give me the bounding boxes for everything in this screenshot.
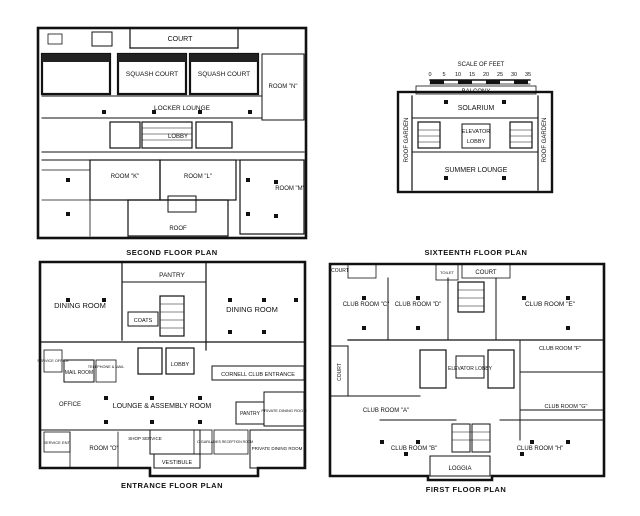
scale-bar bbox=[429, 79, 531, 85]
first-floor-plan bbox=[328, 262, 606, 482]
room-label: CLUB ROOM "B" bbox=[391, 446, 437, 452]
plan-caption: SIXTEENTH FLOOR PLAN bbox=[425, 248, 528, 257]
room-label: SERVICE OFFICE bbox=[37, 359, 69, 363]
room-label: MAIL ROOM bbox=[65, 370, 93, 376]
scale-tick: 20 bbox=[483, 72, 489, 78]
room-label: CLUB ROOM "H" bbox=[517, 446, 564, 452]
room-label: ROOM "O" bbox=[89, 446, 118, 452]
scale-tick: 5 bbox=[442, 72, 445, 78]
room-label: SUMMER LOUNGE bbox=[445, 167, 508, 174]
scale-tick: 10 bbox=[455, 72, 461, 78]
room-label: ELEVATOR bbox=[462, 129, 490, 135]
room-label: CLUB ROOM "E" bbox=[525, 301, 576, 308]
room-label: SHOP SERVICE bbox=[128, 436, 162, 441]
room-label: LOBBY bbox=[467, 139, 486, 145]
room-label: ROOM "K" bbox=[111, 174, 140, 180]
entrance-floor-outline bbox=[38, 260, 307, 478]
room-label: LOCKER LOUNGE bbox=[154, 105, 211, 112]
room-label: SQUASH COURT bbox=[126, 71, 178, 78]
room-label: PANTRY bbox=[159, 272, 185, 279]
plan-caption: SECOND FLOOR PLAN bbox=[126, 248, 217, 257]
room-label: SQUASH COURT bbox=[50, 71, 102, 78]
room-label: ROOF GARDEN bbox=[404, 118, 410, 163]
room-label: SERVICE ENT. bbox=[43, 440, 70, 445]
room-label: LOUNGE & ASSEMBLY ROOM bbox=[113, 403, 212, 410]
room-label: CLUB ROOM "D" bbox=[395, 302, 442, 308]
room-label: CLUB ROOM "A" bbox=[363, 408, 409, 414]
room-label: TOILET bbox=[440, 270, 454, 275]
room-label: COURT bbox=[331, 268, 349, 274]
scale-tick: 30 bbox=[511, 72, 517, 78]
scale-tick: 15 bbox=[469, 72, 475, 78]
second-floor-plan bbox=[36, 26, 308, 240]
room-label: DINING ROOM bbox=[226, 305, 278, 314]
room-label: COATS bbox=[134, 318, 153, 324]
room-label: SOLARIUM bbox=[458, 105, 495, 112]
sixteenth-floor-outline bbox=[396, 90, 554, 194]
room-label: LOGGIA bbox=[448, 466, 471, 472]
room-label: ROOF bbox=[169, 226, 187, 232]
room-label: COURT bbox=[337, 363, 343, 381]
scale-tick: 25 bbox=[497, 72, 503, 78]
scale-tick: 35 bbox=[525, 72, 531, 78]
room-label: CLUB ROOM "C" bbox=[343, 302, 390, 308]
sixteenth-floor-plan bbox=[396, 79, 554, 194]
room-label: SQUASH COURT bbox=[198, 71, 250, 78]
room-label: ROOM "N" bbox=[269, 84, 298, 90]
scale-title: SCALE OF FEET bbox=[458, 62, 505, 68]
room-label: CORNELL CLUB ENTRANCE bbox=[221, 372, 295, 378]
room-label: LOBBY bbox=[171, 362, 190, 368]
room-label: CLUB ROOM "G" bbox=[544, 404, 587, 410]
room-label: ROOM "L" bbox=[184, 174, 212, 180]
room-label: COURT bbox=[475, 270, 497, 276]
room-label: TELEPHONE & MAIL bbox=[88, 365, 125, 369]
room-label: LADIES RECEPTION ROOM bbox=[209, 440, 253, 444]
room-label: PRIVATE DINING ROOM bbox=[252, 446, 303, 451]
first-floor-outline bbox=[328, 262, 606, 482]
room-label: ROOM "M" bbox=[275, 186, 305, 192]
room-label: BALCONY bbox=[462, 89, 491, 95]
entrance-floor-plan bbox=[38, 260, 307, 478]
scale-tick: 0 bbox=[428, 72, 431, 78]
room-label: DINING ROOM bbox=[54, 301, 106, 310]
room-label: PRIVATE DINING ROOM bbox=[261, 408, 306, 413]
room-label: PANTRY bbox=[240, 411, 260, 417]
room-label: LOBBY bbox=[168, 134, 188, 140]
plan-caption: FIRST FLOOR PLAN bbox=[426, 485, 507, 494]
plan-caption: ENTRANCE FLOOR PLAN bbox=[121, 481, 223, 490]
room-label: ROOF GARDEN bbox=[542, 118, 548, 163]
room-label: ELEVATOR LOBBY bbox=[448, 366, 493, 372]
room-label: VESTIBULE bbox=[162, 460, 193, 466]
second-floor-outline bbox=[36, 26, 308, 240]
room-label: OFFICE bbox=[59, 402, 81, 408]
room-label: CIGAR bbox=[197, 440, 209, 444]
room-label: COURT bbox=[168, 36, 193, 43]
room-label: CLUB ROOM "F" bbox=[539, 346, 581, 352]
